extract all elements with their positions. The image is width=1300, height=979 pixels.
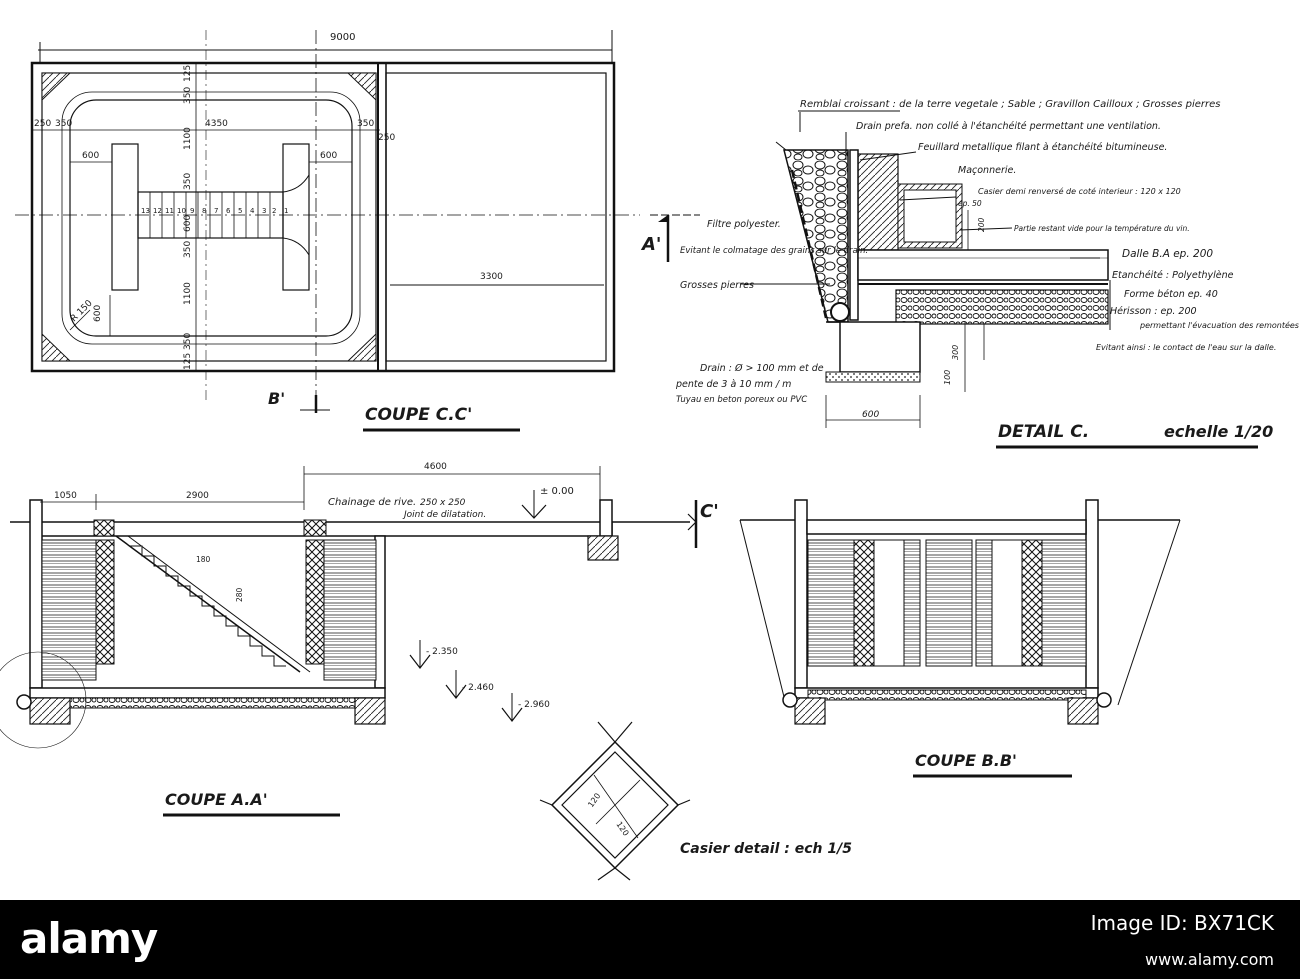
step-6: 6	[226, 207, 231, 215]
level-2960: - 2.960	[518, 700, 550, 710]
step-1: 1	[284, 207, 288, 215]
label-joint: Joint de dilatation.	[402, 510, 486, 520]
section-a-title-block: COUPE A.A'	[163, 790, 340, 817]
watermark-bar: alamy Image ID: BX71CK www.alamy.com	[0, 900, 1300, 979]
level-0: ± 0.00	[540, 486, 574, 497]
section-a-labels: 4600 1050 2900 Chainage de rive. 250 x 2…	[54, 462, 719, 710]
dim-250: 250	[34, 119, 51, 129]
label-remblai: Remblai croissant : de la terre vegetale…	[800, 99, 1220, 110]
step-8: 8	[202, 207, 206, 215]
label-partie: Partie restant vide pour la température …	[1014, 224, 1190, 233]
label-evitant: Evitant le colmatage des grains sur le d…	[680, 246, 868, 256]
detail-c-labels: Remblai croissant : de la terre vegetale…	[675, 99, 1300, 420]
dim-350-right: 350	[357, 119, 374, 129]
label-chainage-dim: 250 x 250	[420, 498, 466, 508]
image-id: Image ID: BX71CK	[1091, 910, 1274, 936]
detail-title-block: DETAIL C. echelle 1/20	[996, 422, 1273, 449]
casier-title: Casier detail : ech 1/5	[680, 841, 852, 857]
section-mark-c: C'	[700, 501, 719, 522]
step-11: 11	[165, 207, 174, 215]
label-drain-prefa: Drain prefa. non collé à l'étanchéité pe…	[856, 121, 1161, 132]
plan-title-block: COUPE C.C'	[363, 405, 520, 432]
detail-scale: echelle 1/20	[1164, 422, 1273, 441]
label-feuillard: Feuillard metallique filant à étanchéité…	[918, 142, 1167, 153]
dim-600-bottom: 600	[93, 305, 103, 322]
label-herisson: Hérisson : ep. 200	[1110, 306, 1197, 317]
dim-4600: 4600	[424, 462, 447, 472]
dim-v350c: 350	[183, 241, 193, 258]
section-a-drawing	[0, 466, 698, 749]
level-2460: - 2.460	[462, 683, 494, 693]
dim-v1100b: 1100	[183, 282, 193, 305]
section-b-title: COUPE B.B'	[915, 751, 1017, 770]
label-300: 300	[951, 345, 960, 360]
step-3: 3	[262, 207, 266, 215]
step-9: 9	[190, 207, 194, 215]
label-drain2: pente de 3 à 10 mm / m	[675, 379, 791, 390]
label-maconnerie: Maçonnerie.	[958, 165, 1016, 176]
label-evitant2: Evitant ainsi : le contact de l'eau sur …	[1096, 343, 1276, 352]
plan-view: 9000	[15, 30, 640, 410]
label-drain3: Tuyau en beton poreux ou PVC	[676, 395, 807, 405]
dim-v350d: 350	[183, 333, 193, 350]
dim-280: 280	[235, 587, 244, 602]
dim-4350: 4350	[205, 119, 228, 129]
dim-350: 350	[55, 119, 72, 129]
detail-title: DETAIL C.	[998, 422, 1089, 442]
label-casier: Casier demi renversé de coté interieur :…	[978, 186, 1181, 196]
dim-250-right: 250	[378, 133, 395, 143]
dim-v1100: 1100	[183, 127, 193, 150]
technical-drawing-sheet: 9000	[0, 30, 1300, 881]
section-mark-a: A'	[640, 234, 661, 255]
step-7: 7	[214, 207, 218, 215]
step-13: 13	[141, 207, 150, 215]
dim-600-right: 600	[320, 151, 337, 161]
plan-title: COUPE C.C'	[365, 405, 472, 425]
step-2: 2	[272, 207, 276, 215]
section-a-title: COUPE A.A'	[165, 790, 268, 809]
casier-dim-b: 120	[614, 820, 630, 838]
label-etancheite: Etanchéité : Polyethylène	[1112, 270, 1234, 281]
section-b-title-block: COUPE B.B'	[913, 751, 1072, 778]
label-ep50: ep. 50	[958, 199, 982, 208]
label-100: 100	[943, 370, 952, 385]
section-marker-b: B'	[268, 389, 330, 413]
label-herisson2: permettant l'évacuation des remontées ca…	[1139, 320, 1300, 330]
dim-v600: 600	[183, 215, 193, 232]
section-marker-a: A'	[640, 214, 700, 262]
alamy-logo: alamy	[20, 914, 158, 963]
casier-detail-drawing	[539, 721, 691, 881]
step-5: 5	[238, 207, 242, 215]
dim-3300: 3300	[480, 272, 503, 282]
detail-c-drawing	[740, 112, 1111, 428]
alamy-url: www.alamy.com	[1145, 950, 1274, 969]
plan-labels: 250 350 4350 350 250 600 600 3300 600 R …	[34, 65, 503, 370]
label-drain1: Drain : Ø > 100 mm et de	[700, 363, 824, 374]
label-600: 600	[862, 410, 879, 420]
dim-180: 180	[196, 555, 211, 564]
dim-v125: 125	[183, 65, 193, 82]
dim-overall: 9000	[330, 32, 355, 43]
label-grosses-pierres: Grosses pierres	[680, 280, 754, 291]
dim-v350b: 350	[183, 173, 193, 190]
step-12: 12	[153, 207, 162, 215]
level-2350: - 2.350	[426, 647, 458, 657]
section-mark-b: B'	[268, 389, 285, 408]
dim-600-left: 600	[82, 151, 99, 161]
section-b-drawing	[739, 499, 1181, 725]
step-4: 4	[250, 207, 255, 215]
dim-r150: R 150	[69, 298, 95, 324]
dim-1050: 1050	[54, 491, 77, 501]
casier-dim-a: 120	[586, 791, 602, 809]
dim-2900: 2900	[186, 491, 209, 501]
label-200: 200	[977, 217, 986, 232]
label-chainage: Chainage de rive.	[328, 497, 416, 508]
image-id-text: Image ID: BX71CK	[1090, 911, 1274, 935]
dim-v125b: 125	[183, 353, 193, 370]
step-10: 10	[177, 207, 186, 215]
label-dalle: Dalle B.A ep. 200	[1122, 248, 1213, 260]
label-filtre: Filtre polyester.	[707, 219, 781, 230]
label-forme: Forme béton ep. 40	[1124, 289, 1218, 300]
dim-v350a: 350	[183, 87, 193, 104]
